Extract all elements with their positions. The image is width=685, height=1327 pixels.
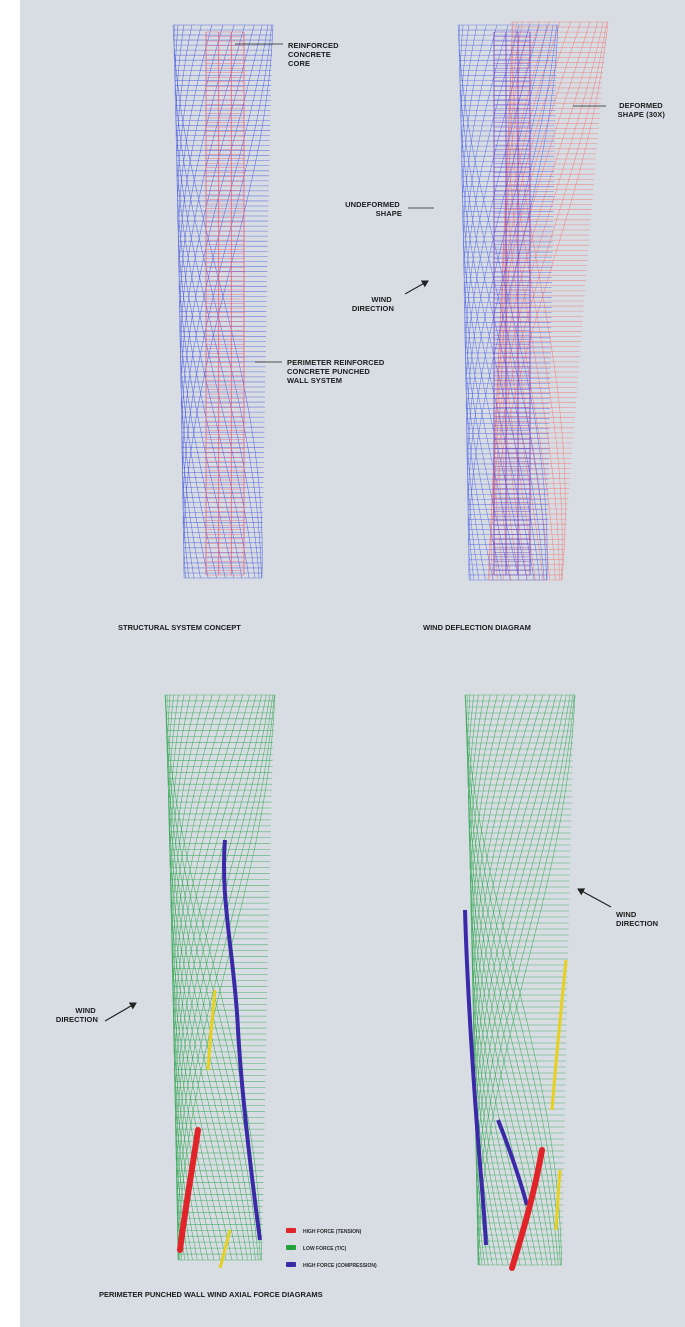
legend-swatch-compression [286, 1262, 296, 1267]
force-legend: HIGH FORCE (TENSION) LOW FORCE (T/C) HIG… [286, 1228, 377, 1269]
wind-arrow-right [578, 889, 611, 907]
caption-axial-force: PERIMETER PUNCHED WALL WIND AXIAL FORCE … [99, 1290, 323, 1299]
mullion-line [175, 695, 250, 1260]
legend-label-compression: HIGH FORCE (COMPRESSION) [303, 1263, 377, 1269]
mullion-line [170, 695, 237, 1260]
label-wind-deflection: WIND DIRECTION [352, 295, 394, 313]
mullion-line [175, 695, 256, 1260]
mullion-line [171, 695, 226, 1260]
legend-swatch-low-force [286, 1245, 296, 1250]
structural-diagrams: REINFORCED CONCRETE CORE PERIMETER REINF… [20, 0, 685, 1327]
wind-arrow-deflection [405, 281, 428, 294]
legend-label-tension: HIGH FORCE (TENSION) [303, 1229, 362, 1235]
mullion-line [167, 695, 259, 1260]
caption-wind-deflection: WIND DEFLECTION DIAGRAM [423, 623, 531, 632]
tower-structural-concept [173, 25, 273, 578]
legend-label-low-force: LOW FORCE (T/C) [303, 1246, 347, 1252]
label-wind-left: WIND DIRECTION [56, 1006, 98, 1024]
wind-arrow-left [105, 1003, 136, 1021]
mullion-line [173, 695, 228, 1260]
tower-axial-force-left [165, 695, 275, 1268]
tension-band [180, 1130, 198, 1250]
diagram-page: REINFORCED CONCRETE CORE PERIMETER REINF… [20, 0, 685, 1327]
transition-band [556, 1170, 560, 1230]
label-wind-right: WIND DIRECTION [616, 910, 658, 928]
caption-structural-concept: STRUCTURAL SYSTEM CONCEPT [118, 623, 241, 632]
label-core: REINFORCED CONCRETE CORE [288, 41, 341, 68]
transition-band [552, 960, 566, 1110]
label-undeformed: UNDEFORMED SHAPE [345, 200, 402, 218]
mullion-line [474, 695, 543, 1265]
label-perimeter: PERIMETER REINFORCED CONCRETE PUNCHED WA… [287, 358, 387, 385]
legend-swatch-tension [286, 1228, 296, 1233]
transition-band [220, 1230, 230, 1268]
tower-axial-force-right [465, 695, 575, 1268]
label-deformed: DEFORMED SHAPE (30X) [618, 101, 666, 119]
mullion-line [475, 695, 556, 1265]
